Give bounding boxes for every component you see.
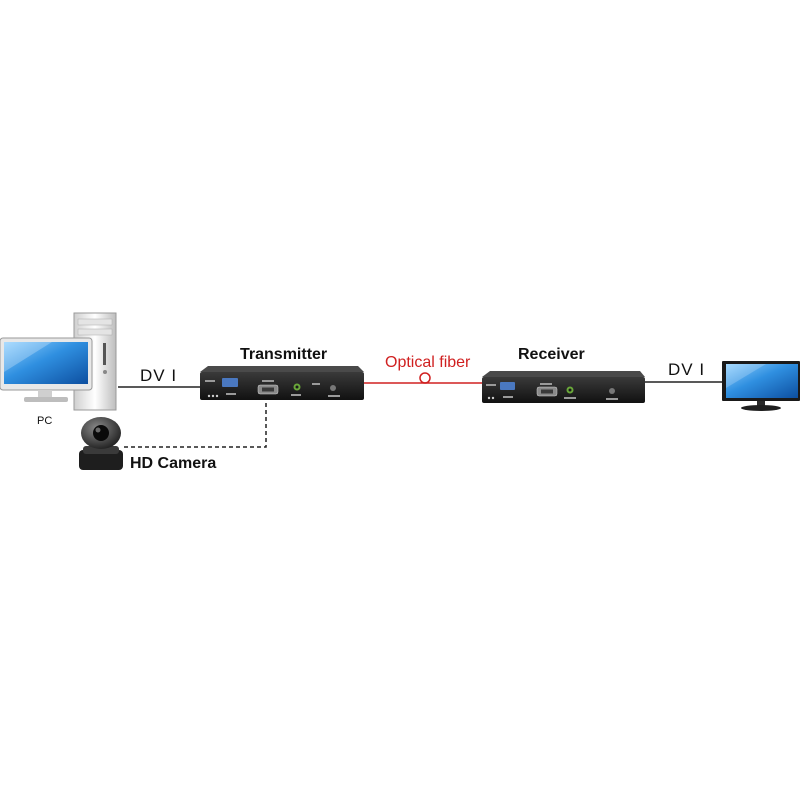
monitor-icon: [722, 361, 800, 411]
optical-fiber-label: Optical fiber: [385, 354, 471, 371]
receiver-device: [482, 371, 645, 403]
camera-icon: [79, 417, 123, 470]
pc-icon: [0, 312, 117, 411]
hd-camera-label: HD Camera: [130, 455, 217, 472]
camera-cable-dashed: [124, 398, 267, 448]
dvi-label-right: DV I: [668, 360, 706, 379]
transmitter-device: [200, 366, 364, 400]
dvi-label-left: DV I: [140, 366, 178, 385]
pc-label: PC: [37, 415, 53, 427]
receiver-label: Receiver: [518, 346, 585, 363]
transmitter-label: Transmitter: [240, 346, 328, 363]
fiber-loop: [419, 372, 431, 384]
